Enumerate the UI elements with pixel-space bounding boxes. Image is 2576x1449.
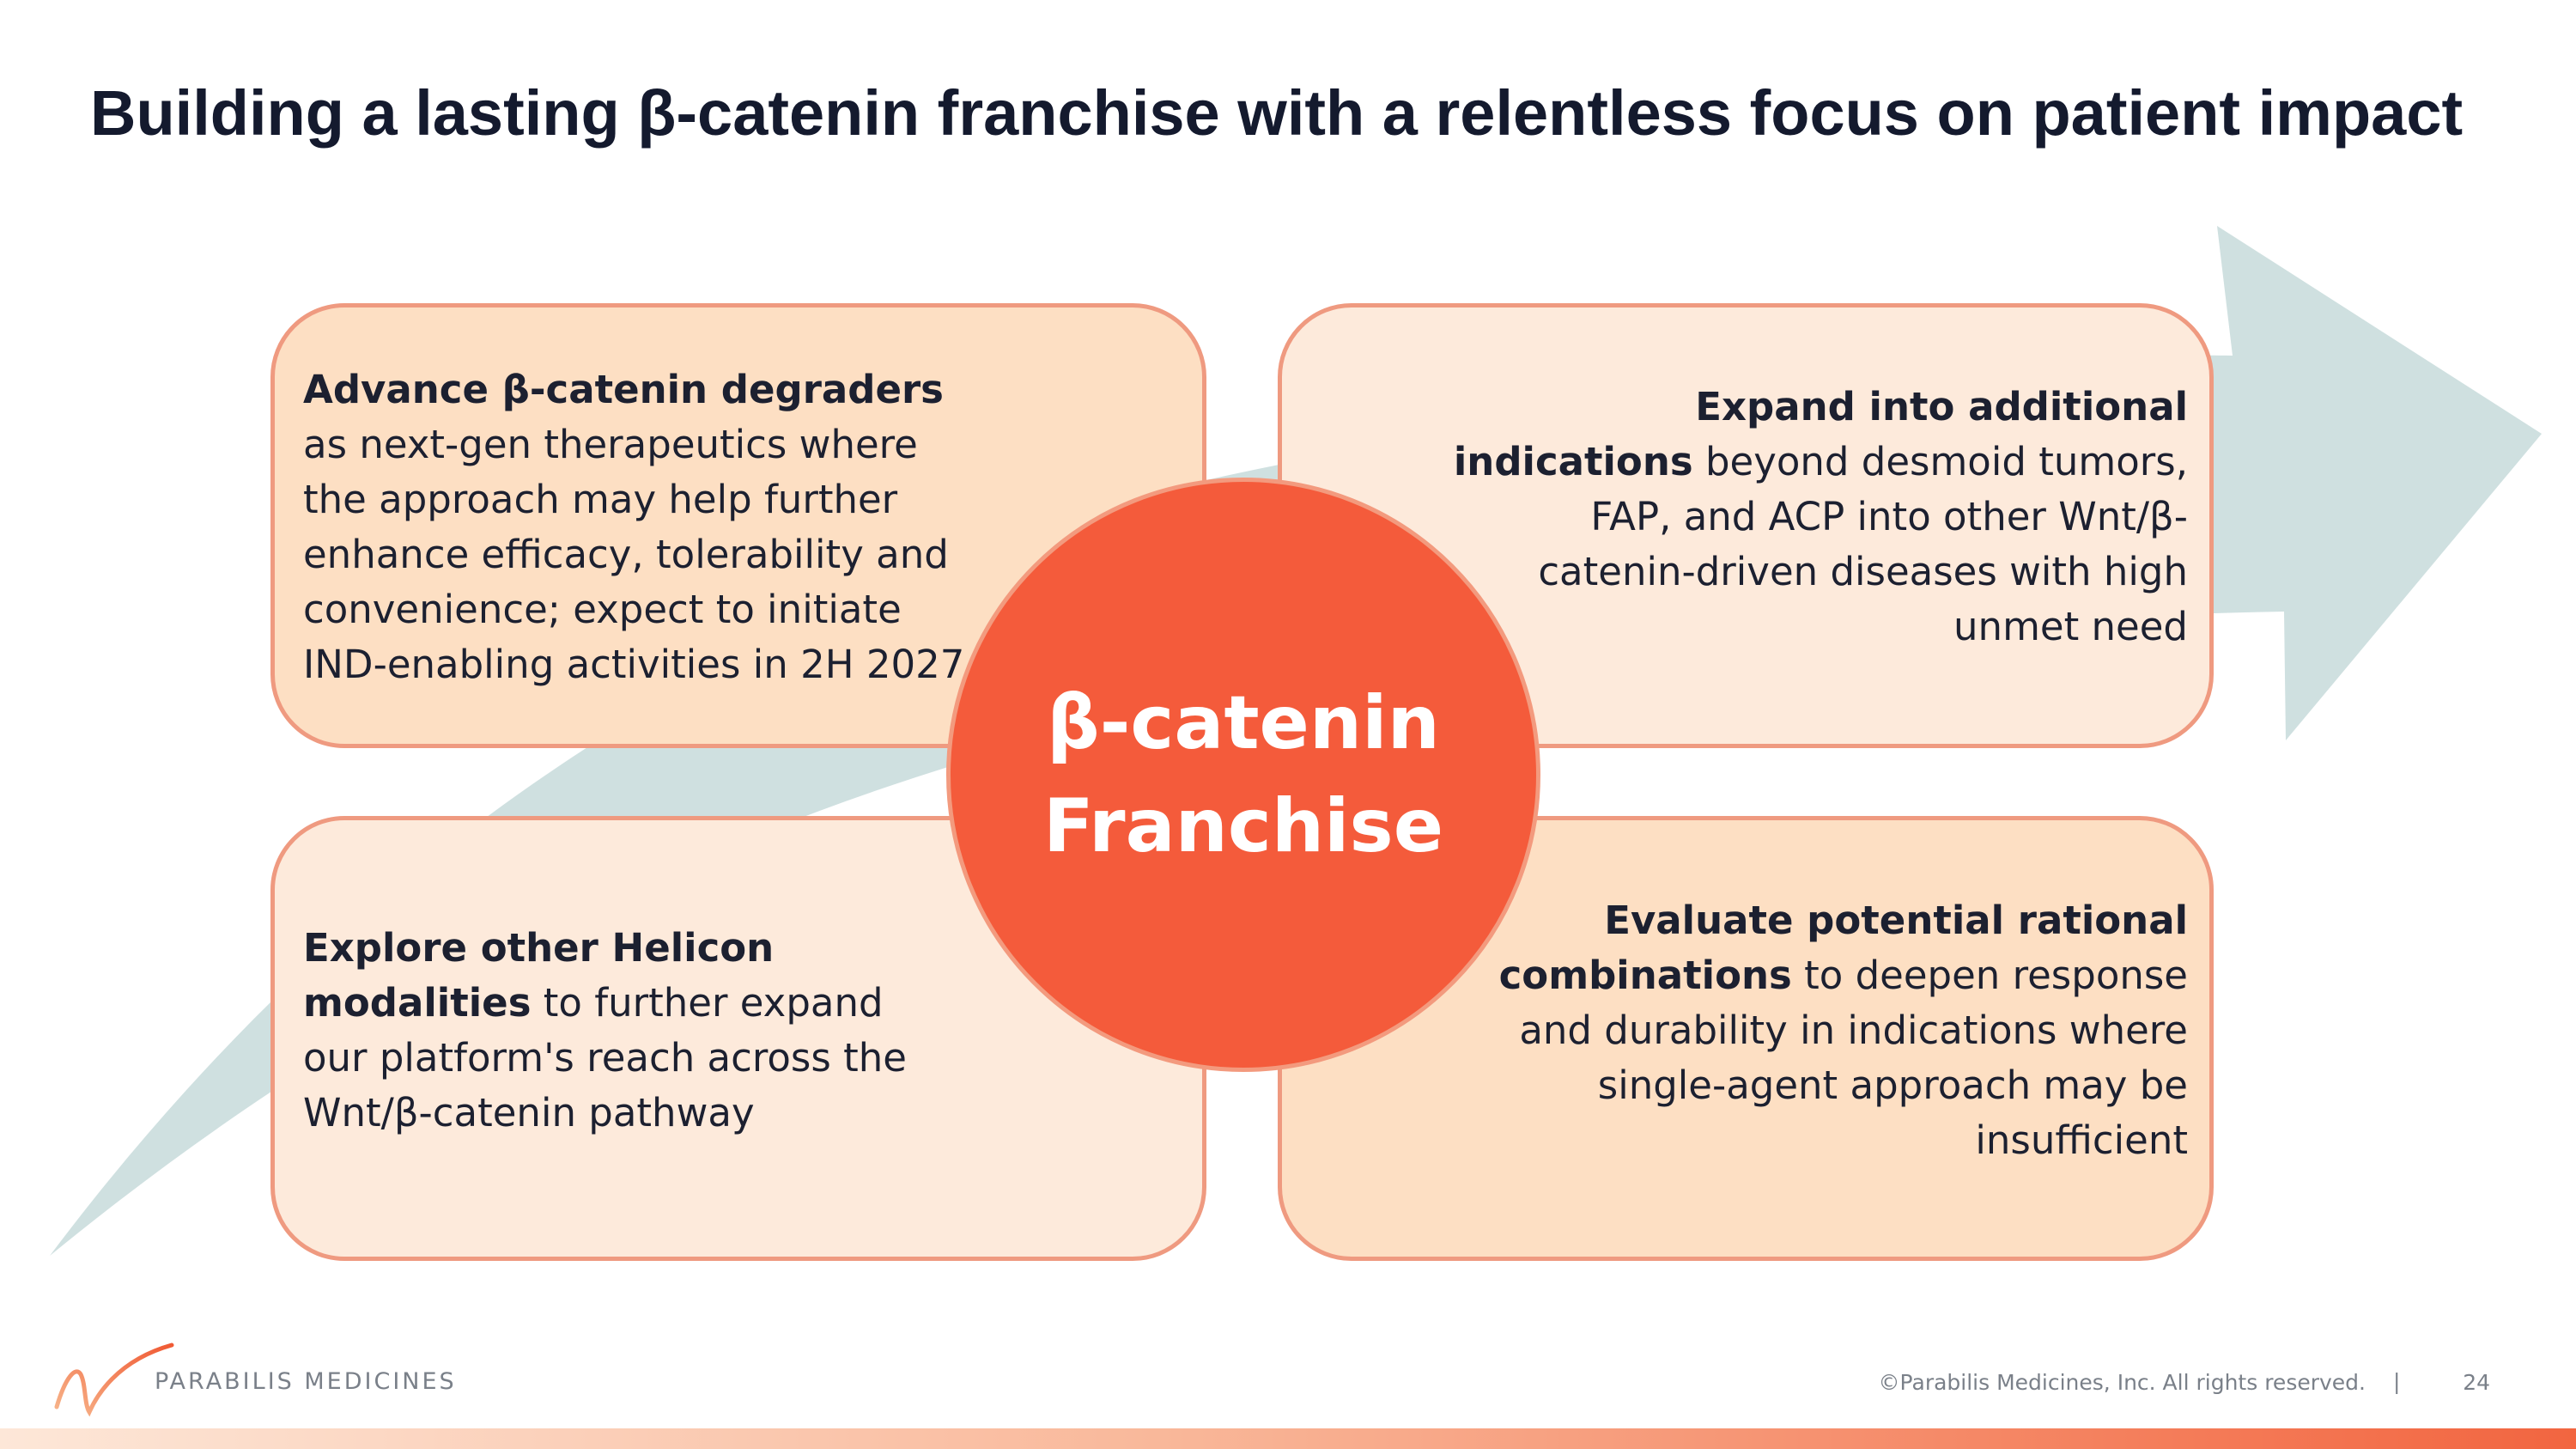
- quadrant-text-bottom-left: Explore other Helicon modalities to furt…: [303, 921, 956, 1141]
- copyright-text: ©Parabilis Medicines, Inc. All rights re…: [1878, 1370, 2366, 1395]
- quadrant-heading: Advance β-catenin degraders: [303, 367, 944, 412]
- quadrant-text-top-right: Expand into additional indications beyon…: [1449, 380, 2188, 654]
- quadrant-body: beyond desmoid tumors, FAP, and ACP into…: [1538, 439, 2188, 649]
- quadrant-text-bottom-right: Evaluate potential rational combinations…: [1449, 893, 2188, 1168]
- quadrant-heading: Explore other Helicon modalities: [303, 925, 775, 1026]
- center-label: β-catenin Franchise: [986, 672, 1501, 878]
- quadrant-body: as next-gen therapeutics where the appro…: [303, 422, 965, 687]
- center-circle: β-catenin Franchise: [946, 478, 1540, 1072]
- quadrant-heading: Expand into additional indications: [1453, 384, 2188, 484]
- logo-text: PARABILIS MEDICINES: [155, 1368, 457, 1395]
- center-label-line1: β-catenin: [1047, 680, 1440, 766]
- parabilis-logo-icon: [54, 1342, 174, 1417]
- bottom-gradient-bar: [0, 1428, 2576, 1449]
- footer-separator: |: [2393, 1369, 2401, 1394]
- center-label-line2: Franchise: [1042, 783, 1444, 869]
- quadrant-heading: Evaluate potential rational combinations: [1498, 898, 2188, 998]
- quadrant-body: to deepen response and durability in ind…: [1519, 953, 2188, 1163]
- slide-title: Building a lasting β-catenin franchise w…: [90, 77, 2464, 149]
- quadrant-text-top-left: Advance β-catenin degraders as next-gen …: [303, 362, 990, 692]
- quadrant-body: to further expand our platform's reach a…: [303, 980, 907, 1135]
- page-number: 24: [2463, 1370, 2490, 1395]
